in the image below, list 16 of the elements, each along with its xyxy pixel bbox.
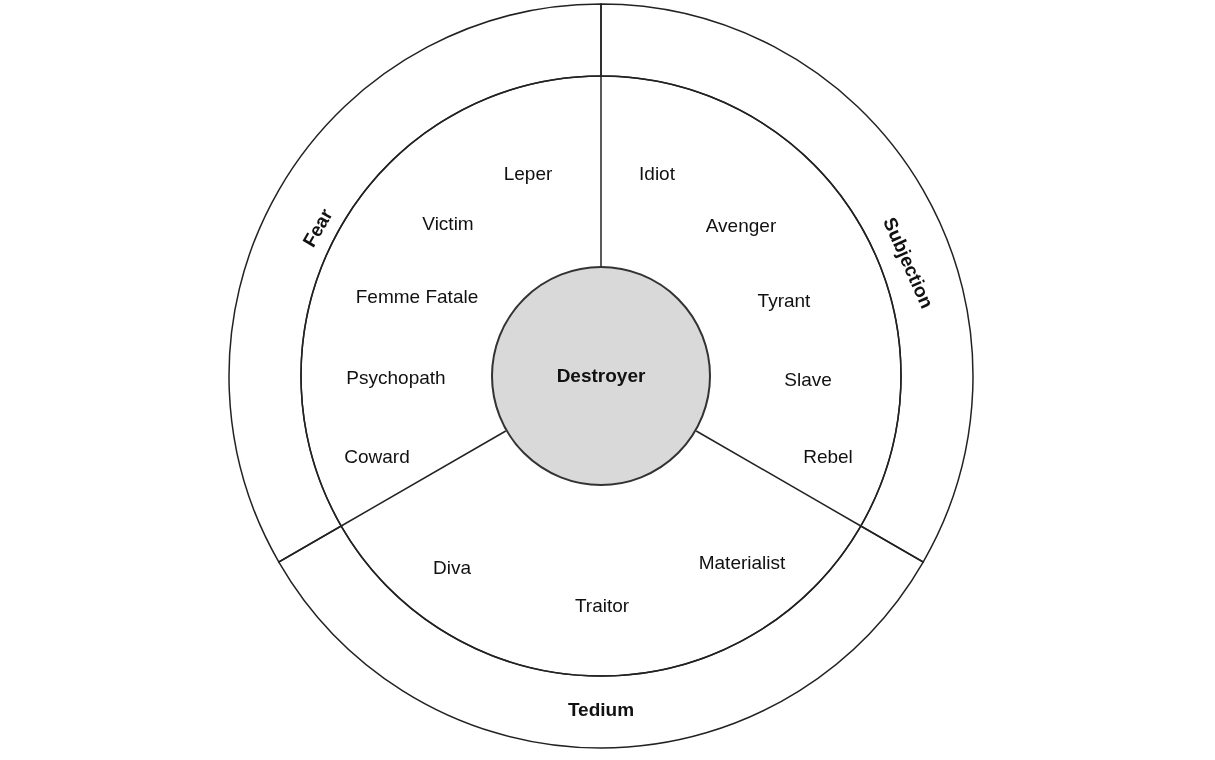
role-label: Idiot (639, 163, 675, 185)
role-label: Diva (433, 557, 471, 579)
ring-segment (277, 525, 925, 749)
segment-label: Tedium (567, 699, 635, 721)
center-label: Destroyer (556, 365, 646, 387)
role-label: Tyrant (757, 290, 811, 312)
role-label: Slave (784, 369, 832, 391)
role-label: Rebel (803, 446, 853, 468)
role-label: Victim (422, 213, 474, 235)
role-label: Traitor (574, 595, 630, 617)
role-label: Avenger (705, 215, 777, 237)
role-label: Leper (503, 163, 553, 185)
role-label: Materialist (698, 552, 786, 574)
role-label: Femme Fatale (355, 286, 479, 308)
role-label: Psychopath (346, 367, 446, 389)
role-label: Coward (344, 446, 410, 468)
